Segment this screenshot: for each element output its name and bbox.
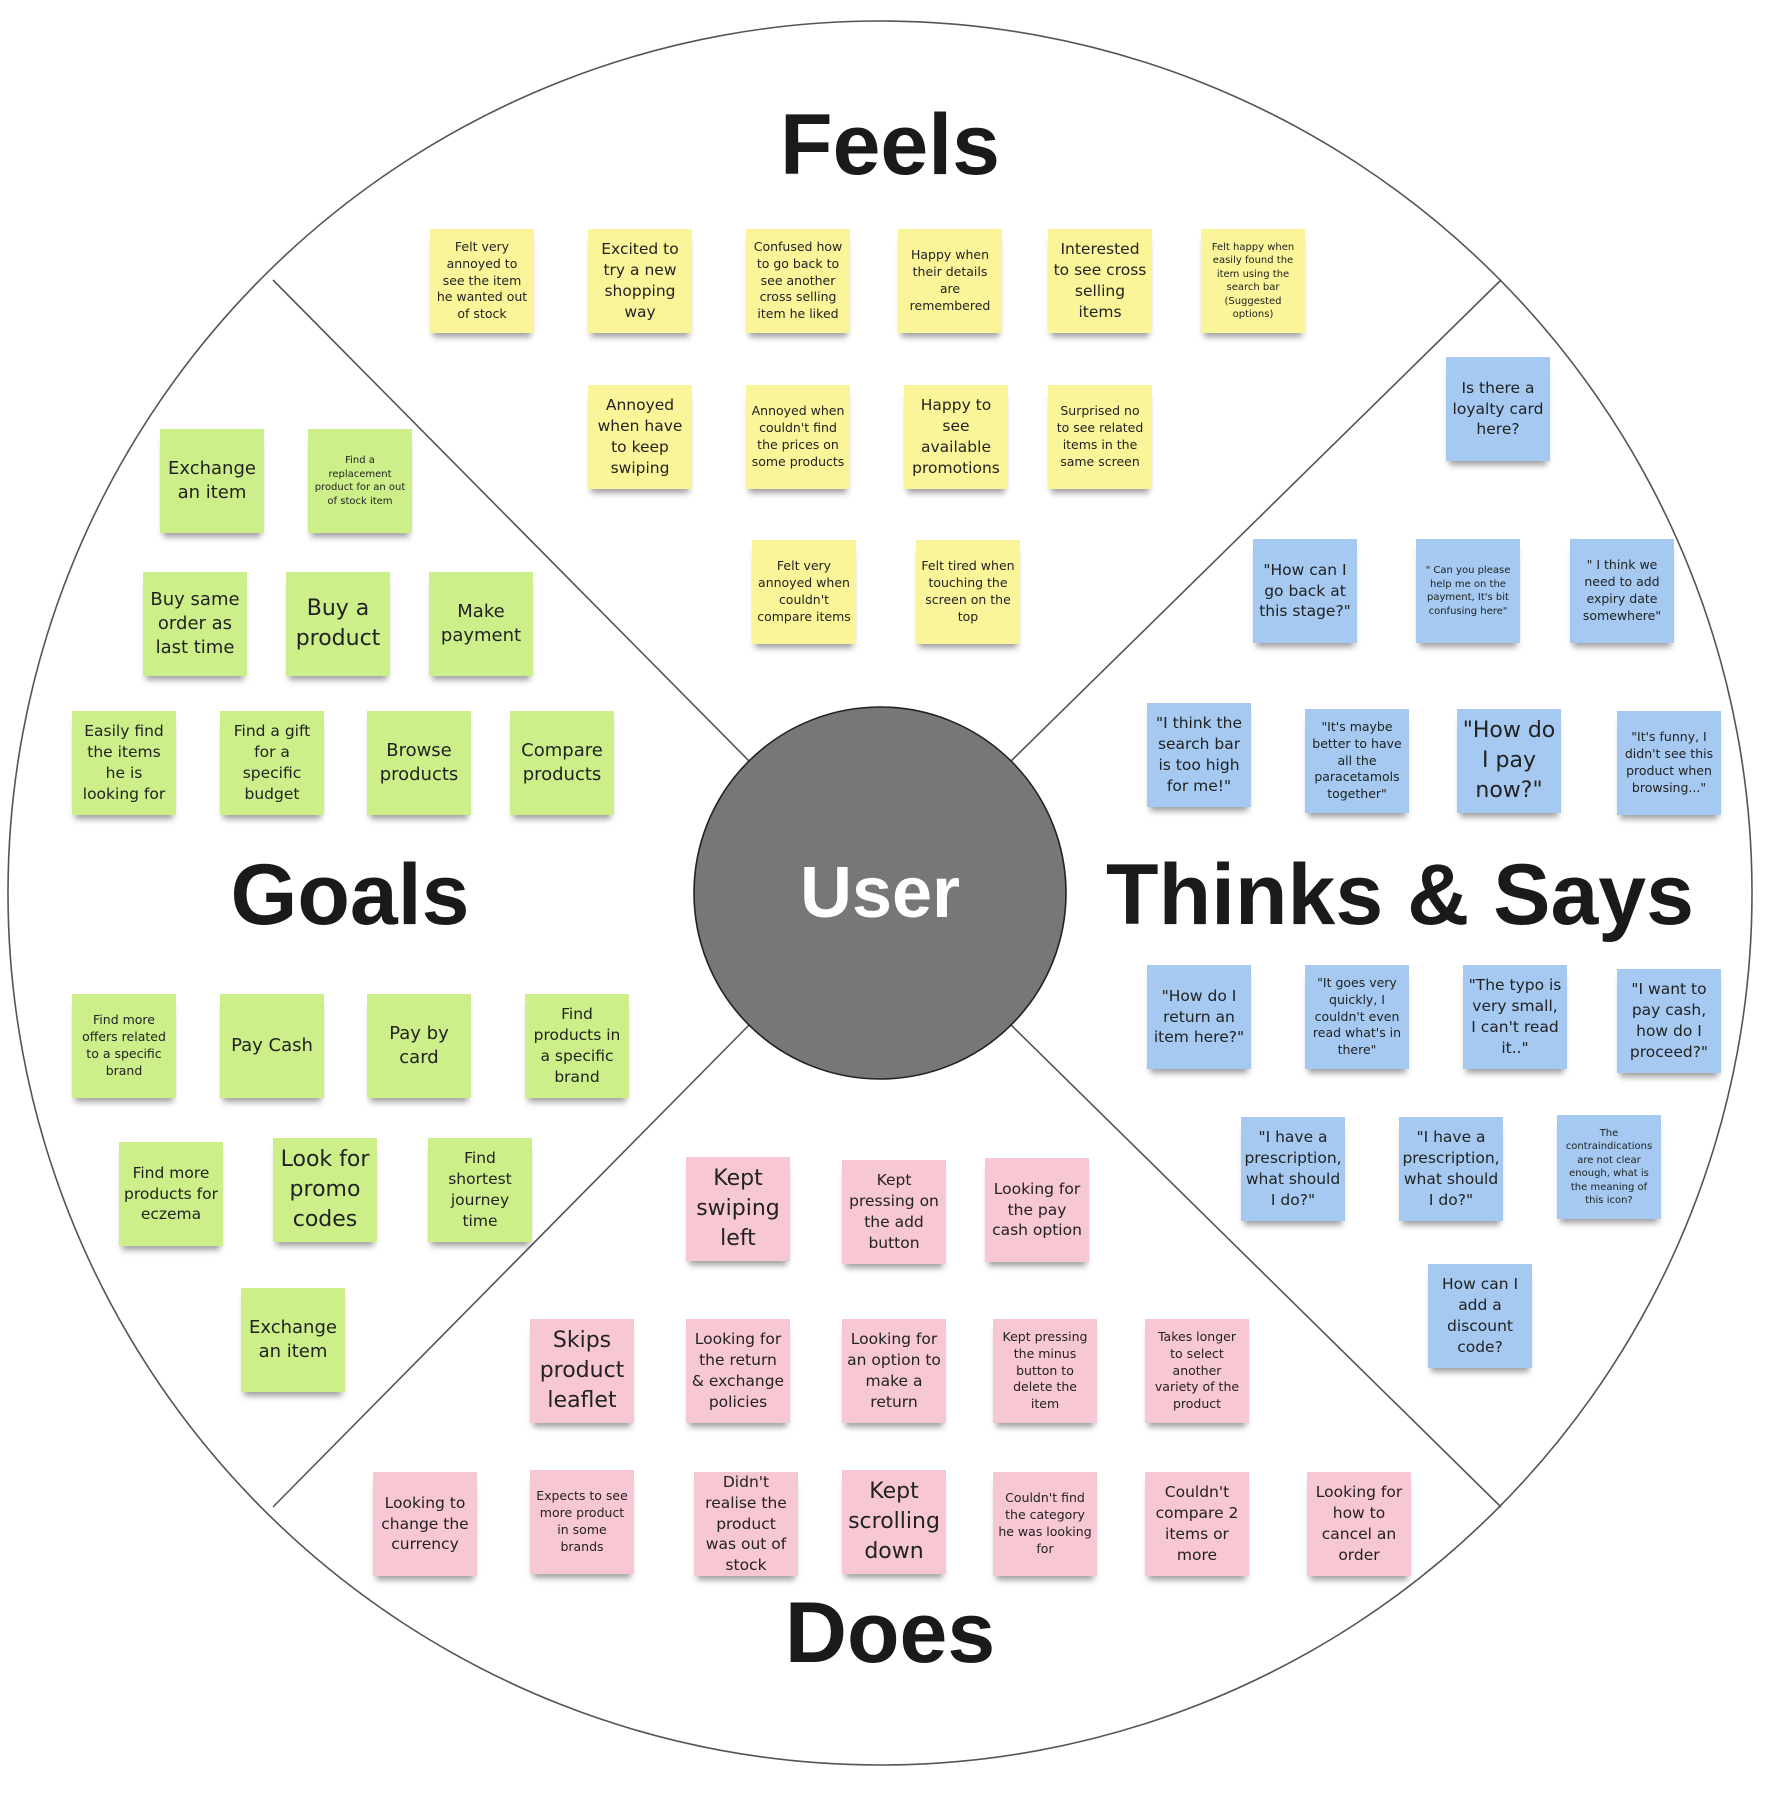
sticky-note-goals[interactable]: Compare products bbox=[510, 711, 614, 815]
sticky-note-feels[interactable]: Surprised no to see related items in the… bbox=[1048, 385, 1152, 489]
sticky-note-thinks-says[interactable]: The contraindications are not clear enou… bbox=[1557, 1115, 1661, 1219]
sticky-note-thinks-says[interactable]: "I think the search bar is too high for … bbox=[1147, 703, 1251, 807]
sticky-note-goals[interactable]: Find a gift for a specific budget bbox=[220, 711, 324, 815]
sticky-note-does[interactable]: Couldn't find the category he was lookin… bbox=[993, 1472, 1097, 1576]
center-label: User bbox=[799, 853, 961, 933]
sticky-note-goals[interactable]: Find shortest journey time bbox=[428, 1138, 532, 1242]
sticky-note-goals[interactable]: Pay by card bbox=[367, 994, 471, 1098]
sticky-note-does[interactable]: Kept swiping left bbox=[686, 1157, 790, 1261]
sticky-note-feels[interactable]: Felt very annoyed when couldn't compare … bbox=[752, 540, 856, 644]
divider-top-right bbox=[1006, 279, 1502, 766]
sticky-note-goals[interactable]: Buy a product bbox=[286, 572, 390, 676]
sticky-note-does[interactable]: Didn't realise the product was out of st… bbox=[694, 1472, 798, 1576]
sticky-note-feels[interactable]: Annoyed when couldn't find the prices on… bbox=[746, 385, 850, 489]
sticky-note-thinks-says[interactable]: "How do I return an item here?" bbox=[1147, 965, 1251, 1069]
sticky-note-feels[interactable]: Felt tired when touching the screen on t… bbox=[916, 540, 1020, 644]
sticky-note-does[interactable]: Kept scrolling down bbox=[842, 1470, 946, 1574]
sticky-note-feels[interactable]: Excited to try a new shopping way bbox=[588, 229, 692, 333]
sticky-note-goals[interactable]: Find more products for eczema bbox=[119, 1142, 223, 1246]
sticky-note-feels[interactable]: Happy when their details are remembered bbox=[898, 229, 1002, 333]
sticky-note-does[interactable]: Looking for the pay cash option bbox=[985, 1158, 1089, 1262]
sticky-note-feels[interactable]: Confused how to go back to see another c… bbox=[746, 229, 850, 333]
sticky-note-goals[interactable]: Find a replacement product for an out of… bbox=[308, 429, 412, 533]
sticky-note-feels[interactable]: Happy to see available promotions bbox=[904, 385, 1008, 489]
sticky-note-feels[interactable]: Felt very annoyed to see the item he wan… bbox=[430, 229, 534, 333]
sticky-note-thinks-says[interactable]: " I think we need to add expiry date som… bbox=[1570, 539, 1674, 643]
divider-top-left bbox=[272, 279, 754, 766]
sticky-note-thinks-says[interactable]: "It goes very quickly, I couldn't even r… bbox=[1305, 965, 1409, 1069]
sticky-note-goals[interactable]: Pay Cash bbox=[220, 994, 324, 1098]
section-title-feels: Feels bbox=[780, 97, 1000, 193]
section-title-does: Does bbox=[784, 1585, 996, 1681]
sticky-note-thinks-says[interactable]: How can I add a discount code? bbox=[1428, 1264, 1532, 1368]
sticky-note-thinks-says[interactable]: Is there a loyalty card here? bbox=[1446, 357, 1550, 461]
sticky-note-thinks-says[interactable]: " Can you please help me on the payment,… bbox=[1416, 539, 1520, 643]
sticky-note-thinks-says[interactable]: "I want to pay cash, how do I proceed?" bbox=[1617, 969, 1721, 1073]
sticky-note-goals[interactable]: Browse products bbox=[367, 711, 471, 815]
sticky-note-does[interactable]: Couldn't compare 2 items or more bbox=[1145, 1472, 1249, 1576]
sticky-note-does[interactable]: Looking to change the currency bbox=[373, 1472, 477, 1576]
sticky-note-goals[interactable]: Buy same order as last time bbox=[143, 572, 247, 676]
section-title-goals: Goals bbox=[230, 847, 470, 943]
divider-bottom-left bbox=[272, 1020, 754, 1508]
sticky-note-does[interactable]: Kept pressing the minus button to delete… bbox=[993, 1319, 1097, 1423]
sticky-note-thinks-says[interactable]: "I have a prescription, what should I do… bbox=[1399, 1117, 1503, 1221]
sticky-note-thinks-says[interactable]: "I have a prescription, what should I do… bbox=[1241, 1117, 1345, 1221]
sticky-note-does[interactable]: Looking for an option to make a return bbox=[842, 1319, 946, 1423]
sticky-note-goals[interactable]: Exchange an item bbox=[160, 429, 264, 533]
section-title-thinks-says: Thinks & Says bbox=[1106, 847, 1694, 943]
sticky-note-thinks-says[interactable]: "It's funny, I didn't see this product w… bbox=[1617, 711, 1721, 815]
sticky-note-does[interactable]: Kept pressing on the add button bbox=[842, 1160, 946, 1264]
sticky-note-goals[interactable]: Exchange an item bbox=[241, 1288, 345, 1392]
sticky-note-does[interactable]: Skips product leaflet bbox=[530, 1319, 634, 1423]
sticky-note-thinks-says[interactable]: "How can I go back at this stage?" bbox=[1253, 539, 1357, 643]
sticky-note-thinks-says[interactable]: "How do I pay now?" bbox=[1457, 709, 1561, 813]
sticky-note-does[interactable]: Takes longer to select another variety o… bbox=[1145, 1319, 1249, 1423]
sticky-note-goals[interactable]: Find products in a specific brand bbox=[525, 994, 629, 1098]
sticky-note-goals[interactable]: Easily find the items he is looking for bbox=[72, 711, 176, 815]
sticky-note-does[interactable]: Expects to see more product in some bran… bbox=[530, 1470, 634, 1574]
sticky-note-thinks-says[interactable]: "It's maybe better to have all the parac… bbox=[1305, 709, 1409, 813]
sticky-note-does[interactable]: Looking for the return & exchange polici… bbox=[686, 1319, 790, 1423]
sticky-note-feels[interactable]: Felt happy when easily found the item us… bbox=[1201, 229, 1305, 333]
sticky-note-goals[interactable]: Make payment bbox=[429, 572, 533, 676]
sticky-note-thinks-says[interactable]: "The typo is very small, I can't read it… bbox=[1463, 965, 1567, 1069]
sticky-note-goals[interactable]: Find more offers related to a specific b… bbox=[72, 994, 176, 1098]
sticky-note-feels[interactable]: Annoyed when have to keep swiping bbox=[588, 385, 692, 489]
sticky-note-feels[interactable]: Interested to see cross selling items bbox=[1048, 229, 1152, 333]
sticky-note-goals[interactable]: Look for promo codes bbox=[273, 1138, 377, 1242]
divider-bottom-right bbox=[1006, 1020, 1502, 1508]
center-circle bbox=[693, 706, 1067, 1080]
sticky-note-does[interactable]: Looking for how to cancel an order bbox=[1307, 1472, 1411, 1576]
